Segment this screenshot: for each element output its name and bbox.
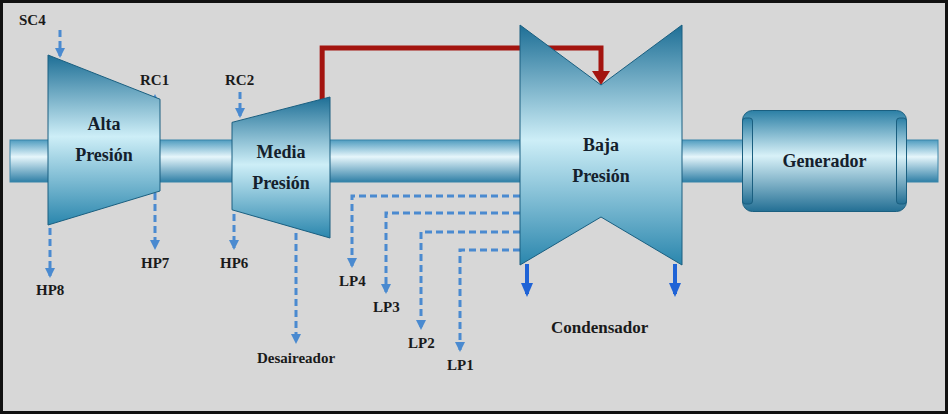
stream-label: HP8 (36, 282, 64, 299)
stream-label: LP1 (447, 357, 474, 374)
stream-label: RC2 (225, 72, 254, 89)
component-label: Condensador (551, 318, 648, 338)
stage-name: Media Presión (240, 137, 322, 198)
stream-label: LP3 (373, 299, 400, 316)
stream-label: SC4 (19, 12, 46, 29)
turbine-shape (232, 97, 330, 238)
node-text-group: Generador (783, 146, 867, 177)
extraction-arrow (233, 214, 236, 248)
exhaust-arrow (525, 264, 529, 294)
steam-arrow (239, 92, 242, 116)
stream-label: Desaireador (257, 350, 335, 367)
stream-label: RC1 (140, 72, 169, 89)
extraction-arrow (295, 233, 298, 342)
generator-end (897, 118, 907, 204)
node-text-group: Alta Presión (63, 109, 145, 170)
turbine-shape (520, 25, 682, 265)
extraction-arrow (386, 213, 520, 292)
extraction-arrow (421, 232, 520, 328)
extraction-arrow (460, 250, 520, 350)
stage-name: Generador (783, 146, 867, 177)
turbine-shape (232, 97, 330, 238)
node-text-group: Baja Presión (555, 130, 647, 191)
stage-name: Baja Presión (555, 130, 647, 191)
stream-label: HP7 (141, 255, 169, 272)
extraction-arrow (49, 228, 52, 276)
extraction-arrow (154, 193, 157, 248)
node-text-group: Media Presión (240, 137, 322, 198)
stream-label: LP2 (408, 335, 435, 352)
generator-shape (743, 111, 907, 212)
exhaust-arrow (673, 264, 677, 294)
stream-label: LP4 (339, 273, 366, 290)
generator-end (743, 118, 753, 204)
turbine-stage: Media Presión (232, 97, 330, 238)
steam-arrow (59, 30, 62, 56)
generator: Generador (742, 110, 907, 212)
stream-label: HP6 (220, 255, 248, 272)
turbine-stage: Baja Presión (520, 25, 682, 265)
stage-name: Alta Presión (63, 109, 145, 170)
